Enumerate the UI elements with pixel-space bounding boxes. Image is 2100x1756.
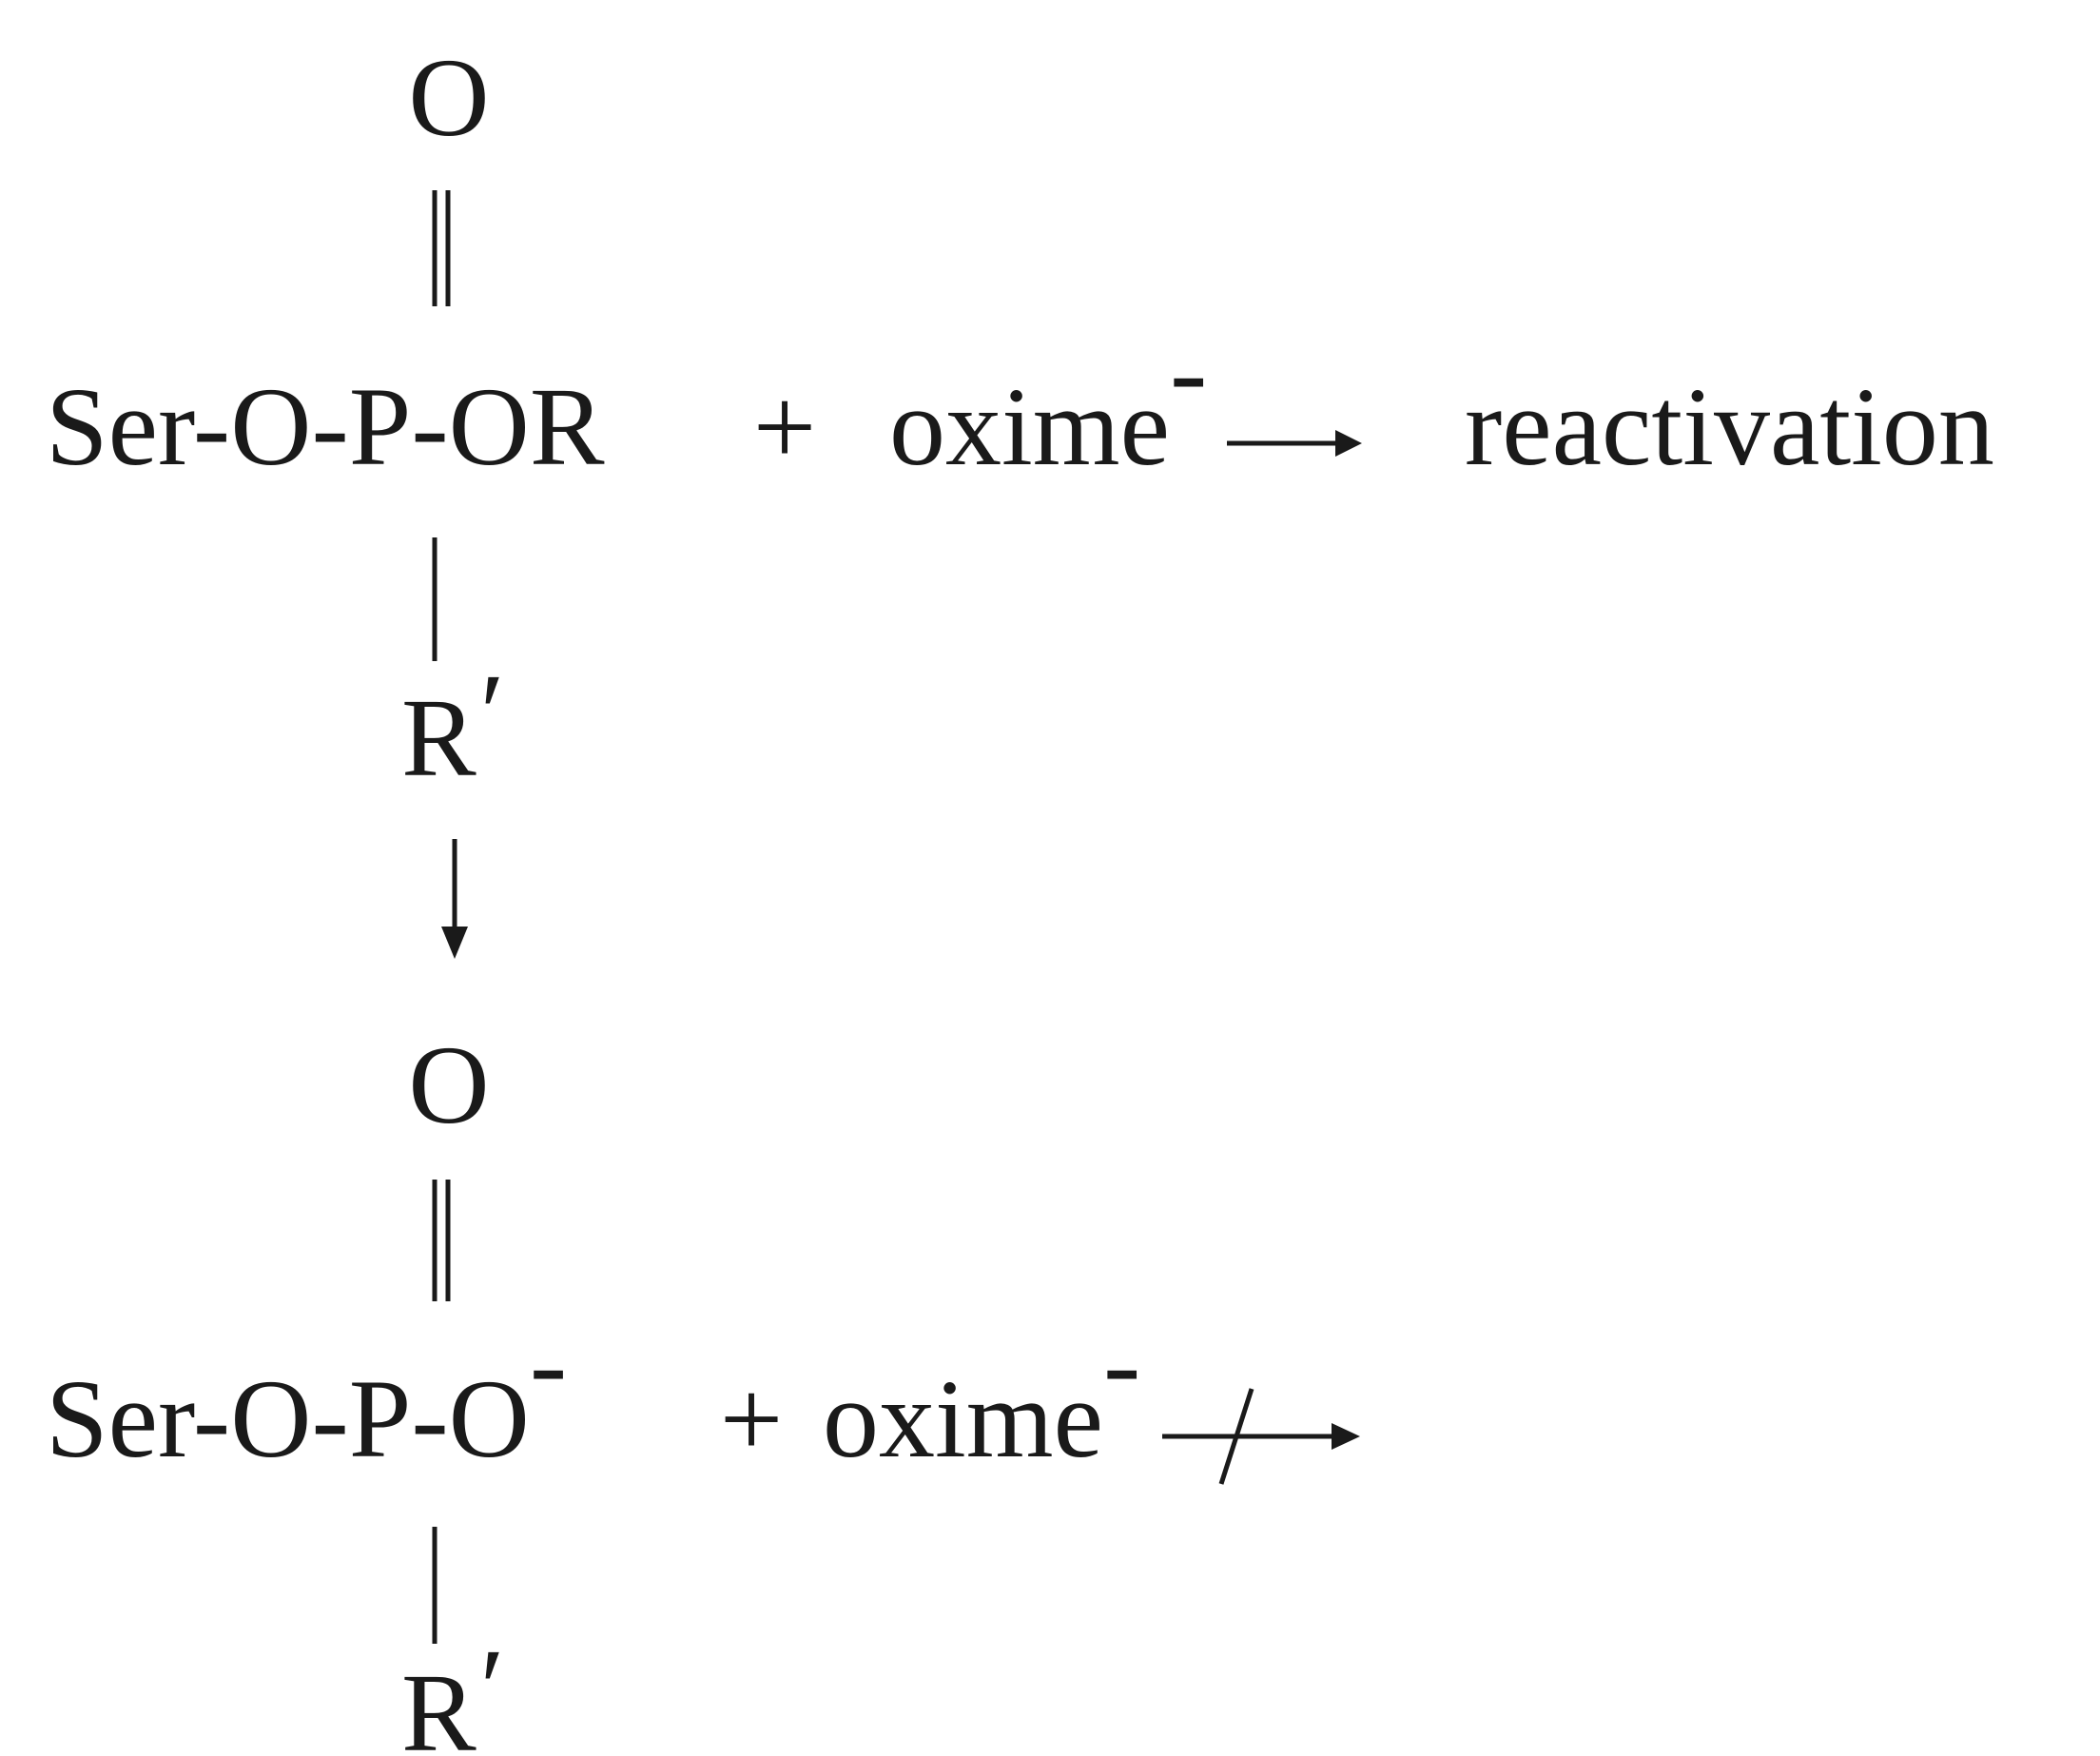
top-oxo-oxygen: O: [408, 35, 489, 160]
top-structure: O Ser-O-P-OR + oxime- reactivation R′: [46, 35, 1994, 800]
down-arrow-icon: [441, 839, 468, 959]
bottom-backbone: Ser-O-P-O-: [46, 1301, 567, 1481]
bottom-substituent: R′: [401, 1626, 505, 1756]
top-plus-sign: +: [753, 364, 817, 489]
top-double-bond: [432, 190, 451, 306]
bottom-reagent-oxime: oxime-: [823, 1301, 1140, 1481]
bottom-oxo-oxygen: O: [408, 1023, 489, 1147]
reaction-arrow-icon: [1227, 430, 1362, 457]
top-substituent: R′: [401, 651, 505, 800]
bottom-structure: O Ser-O-P-O- + oxime- R′: [46, 1023, 1360, 1756]
bottom-double-bond: [432, 1180, 451, 1301]
blocked-arrow-icon: [1162, 1388, 1360, 1485]
bottom-plus-sign: +: [720, 1356, 784, 1481]
top-reagent-oxime: oxime-: [889, 309, 1207, 489]
top-backbone: Ser-O-P-OR: [46, 364, 605, 489]
top-product-reactivation: reactivation: [1465, 364, 1994, 489]
